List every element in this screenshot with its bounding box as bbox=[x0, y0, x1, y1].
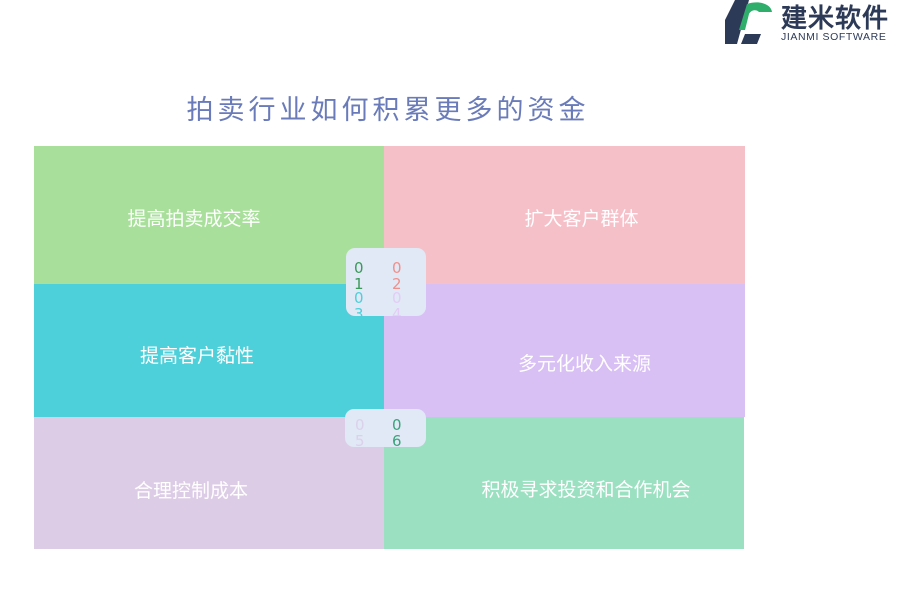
number-03: 03 bbox=[354, 289, 364, 316]
jianmi-logo-icon bbox=[725, 0, 772, 44]
number-01: 01 bbox=[354, 259, 364, 293]
number-badge-top: 01 02 03 04 bbox=[346, 248, 426, 316]
cell-label: 积极寻求投资和合作机会 bbox=[481, 478, 691, 501]
cell-label: 合理控制成本 bbox=[133, 479, 248, 502]
cell-label: 扩大客户群体 bbox=[524, 207, 639, 230]
number-badge-bottom: 05 06 bbox=[345, 409, 426, 447]
cell-label: 提高拍卖成交率 bbox=[127, 207, 261, 230]
cell-label: 多元化收入来源 bbox=[517, 353, 651, 375]
cell-05: 合理控制成本 bbox=[34, 417, 384, 549]
cell-02: 扩大客户群体 bbox=[384, 146, 745, 284]
number-02: 02 bbox=[392, 259, 402, 293]
brand-logo: 建米软件 JIANMI SOFTWARE bbox=[725, 0, 900, 46]
cell-label: 提高客户黏性 bbox=[139, 345, 254, 367]
number-05: 05 bbox=[355, 416, 365, 447]
logo-name-cn: 建米软件 bbox=[781, 4, 890, 34]
cell-01: 提高拍卖成交率 bbox=[34, 146, 384, 284]
logo-name-en: JIANMI SOFTWARE bbox=[781, 31, 887, 43]
cell-06: 积极寻求投资和合作机会 bbox=[384, 417, 744, 549]
cell-03: 提高客户黏性 bbox=[34, 284, 384, 417]
number-04: 04 bbox=[392, 289, 402, 316]
cell-04: 多元化收入来源 bbox=[384, 284, 745, 417]
number-06: 06 bbox=[392, 416, 402, 447]
page-title: 拍卖行业如何积累更多的资金 bbox=[186, 95, 590, 126]
